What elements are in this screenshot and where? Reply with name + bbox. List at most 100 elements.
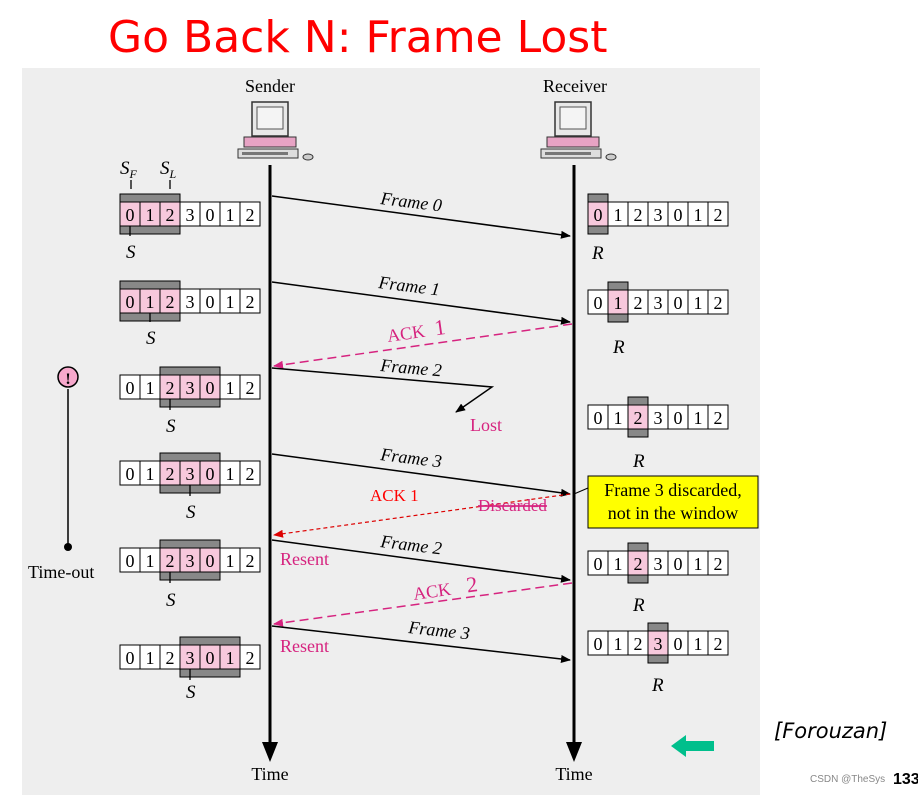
frame2-resent-label: Frame 2 — [379, 531, 443, 558]
s-pointer-row2: S — [146, 328, 156, 349]
ack1-lower-label: ACK 1 — [370, 486, 419, 505]
r-pointer-row1: R — [591, 243, 604, 264]
frame2-resent-arrow — [271, 539, 571, 583]
sequence-cell — [239, 374, 261, 400]
sequence-number: 0 — [674, 293, 683, 313]
r-pointer-row3: R — [632, 451, 645, 472]
svg-text:Frame 3 discarded,: Frame 3 discarded, — [604, 480, 741, 500]
ack2-label: ACK 2 — [412, 571, 479, 604]
s-pointer-row5: S — [166, 590, 176, 611]
ack1-upper-label: ACK 1 — [386, 314, 447, 346]
sequence-number: 1 — [694, 554, 703, 574]
svg-text:!: ! — [65, 371, 70, 388]
sequence-number: 1 — [614, 408, 623, 428]
sequence-number: 2 — [634, 634, 643, 654]
s-pointer-row4: S — [186, 502, 196, 523]
sequence-number: 0 — [674, 205, 683, 225]
sequence-number: 2 — [166, 378, 175, 398]
sequence-number: 2 — [634, 408, 643, 428]
sequence-number: 0 — [206, 464, 215, 484]
sequence-number: 1 — [146, 551, 155, 571]
back-arrow-icon[interactable] — [671, 735, 714, 757]
frame3-resent-arrow — [271, 625, 571, 663]
sequence-number: 2 — [246, 378, 255, 398]
sequence-number: 1 — [146, 648, 155, 668]
sequence-cell — [707, 289, 729, 315]
sl-label: SL — [160, 158, 177, 181]
sf-label: SF — [120, 158, 138, 181]
sequence-number: 2 — [714, 408, 723, 428]
sender-time-label: Time — [251, 764, 288, 784]
sequence-number: 0 — [126, 378, 135, 398]
sequence-number: 1 — [226, 648, 235, 668]
sequence-number: 0 — [674, 634, 683, 654]
sender-label: Sender — [245, 76, 295, 96]
sequence-cell — [239, 288, 261, 314]
sequence-number: 2 — [166, 551, 175, 571]
sequence-number: 2 — [246, 551, 255, 571]
svg-text:not in the window: not in the window — [608, 503, 739, 523]
sequence-number: 1 — [226, 378, 235, 398]
sequence-number: 2 — [166, 292, 175, 312]
receiver-time-label: Time — [555, 764, 592, 784]
sequence-number: 0 — [206, 378, 215, 398]
sequence-number: 1 — [146, 464, 155, 484]
sequence-cell — [239, 547, 261, 573]
sequence-number: 1 — [146, 205, 155, 225]
sequence-number: 1 — [614, 554, 623, 574]
sequence-number: 3 — [186, 292, 195, 312]
timer-icon: ! — [57, 366, 79, 551]
receiver-computer-icon — [540, 101, 617, 161]
ack1-upper-arrow — [273, 323, 573, 369]
sequence-number: 1 — [694, 293, 703, 313]
lost-label: Lost — [470, 415, 502, 435]
sequence-number: 2 — [634, 205, 643, 225]
sequence-number: 1 — [226, 551, 235, 571]
sequence-number: 2 — [714, 554, 723, 574]
r-pointer-row5: R — [651, 675, 664, 696]
sequence-number: 3 — [654, 293, 663, 313]
sequence-number: 2 — [246, 205, 255, 225]
sequence-number: 1 — [694, 634, 703, 654]
sequence-number: 0 — [206, 292, 215, 312]
s-pointer-row6: S — [186, 682, 196, 703]
citation: [Forouzan] — [774, 719, 888, 743]
sequence-cell — [707, 630, 729, 656]
sequence-number: 1 — [146, 292, 155, 312]
slide-title: Go Back N: Frame Lost — [108, 12, 608, 63]
sequence-cell — [239, 644, 261, 670]
sequence-number: 1 — [694, 408, 703, 428]
frame3-label: Frame 3 — [379, 444, 443, 471]
sequence-number: 1 — [146, 378, 155, 398]
sequence-number: 0 — [594, 634, 603, 654]
sequence-number: 2 — [166, 205, 175, 225]
sequence-number: 2 — [714, 293, 723, 313]
sequence-number: 3 — [186, 551, 195, 571]
sequence-number: 0 — [594, 554, 603, 574]
ack2-arrow — [273, 582, 573, 627]
sequence-number: 1 — [226, 464, 235, 484]
sequence-number: 0 — [206, 205, 215, 225]
sequence-number: 3 — [186, 378, 195, 398]
sequence-number: 0 — [206, 551, 215, 571]
sequence-cell — [239, 201, 261, 227]
frame3-arrow — [271, 453, 571, 497]
sequence-number: 0 — [126, 292, 135, 312]
timeout-label: Time-out — [28, 562, 94, 582]
sequence-cell — [707, 404, 729, 430]
svg-text:ACK: ACK — [386, 321, 426, 346]
sequence-number: 3 — [654, 554, 663, 574]
frame2-label: Frame 2 — [379, 355, 443, 380]
sequence-number: 1 — [614, 205, 623, 225]
receiver-label: Receiver — [543, 76, 607, 96]
sequence-number: 2 — [166, 464, 175, 484]
sequence-number: 0 — [594, 205, 603, 225]
sequence-number: 2 — [246, 648, 255, 668]
